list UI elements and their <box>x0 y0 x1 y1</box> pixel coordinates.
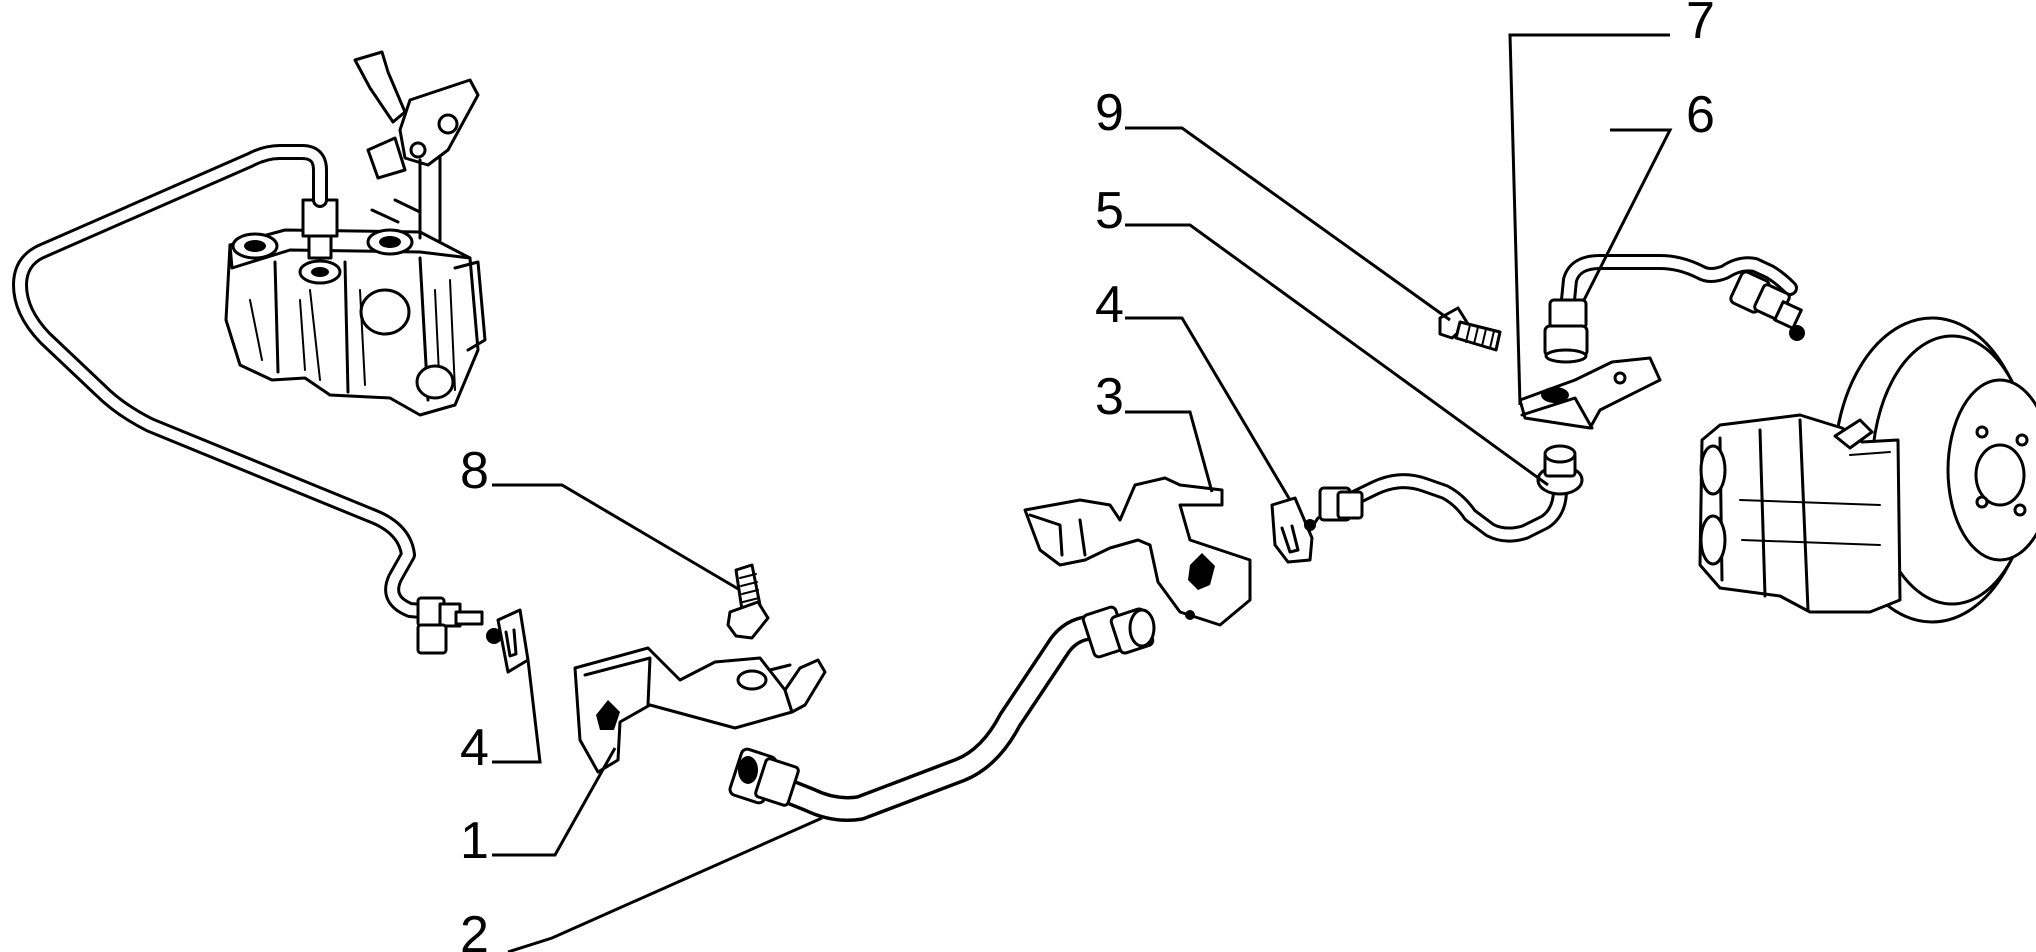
bracket-3 <box>1023 476 1252 627</box>
callout-label-6: 6 <box>1686 86 1715 144</box>
callout-label-8: 8 <box>460 442 489 500</box>
flexible-hose-2 <box>728 605 1156 822</box>
callout-label-4a: 4 <box>460 719 489 777</box>
callout-label-9: 9 <box>1095 84 1124 142</box>
bolt-9 <box>1438 306 1502 352</box>
brake-disc-and-caliper <box>1698 316 2036 624</box>
leader-4b <box>1125 316 1292 501</box>
callout-numbers: 1 2 3 4 4 5 6 7 8 9 <box>460 0 1715 952</box>
bolt-8 <box>726 563 770 640</box>
brake-pressure-regulator <box>224 50 487 417</box>
callout-label-4b: 4 <box>1095 276 1124 334</box>
callout-label-5: 5 <box>1095 182 1124 240</box>
rigid-brake-pipe-5 <box>1304 444 1584 543</box>
leader-1 <box>492 747 617 857</box>
leader-3 <box>1125 410 1214 493</box>
bracket-1 <box>573 646 827 774</box>
retaining-clip-left <box>496 608 530 674</box>
bracket-7 <box>1518 356 1662 430</box>
flexible-hose-6 <box>1543 254 1805 364</box>
leader-9 <box>1125 126 1451 322</box>
leader-7 <box>1508 33 1670 406</box>
rigid-brake-pipe-left <box>12 144 502 655</box>
retaining-clip-middle <box>1270 496 1314 564</box>
leader-6 <box>1582 128 1673 301</box>
leader-lines <box>492 33 1673 952</box>
leader-2 <box>507 816 823 952</box>
leader-4a <box>492 659 542 764</box>
callout-label-3: 3 <box>1095 368 1124 426</box>
callout-label-2: 2 <box>460 906 489 952</box>
callout-label-7: 7 <box>1686 0 1715 50</box>
callout-label-1: 1 <box>460 812 489 870</box>
leader-5 <box>1125 223 1549 487</box>
leader-8 <box>492 483 741 592</box>
